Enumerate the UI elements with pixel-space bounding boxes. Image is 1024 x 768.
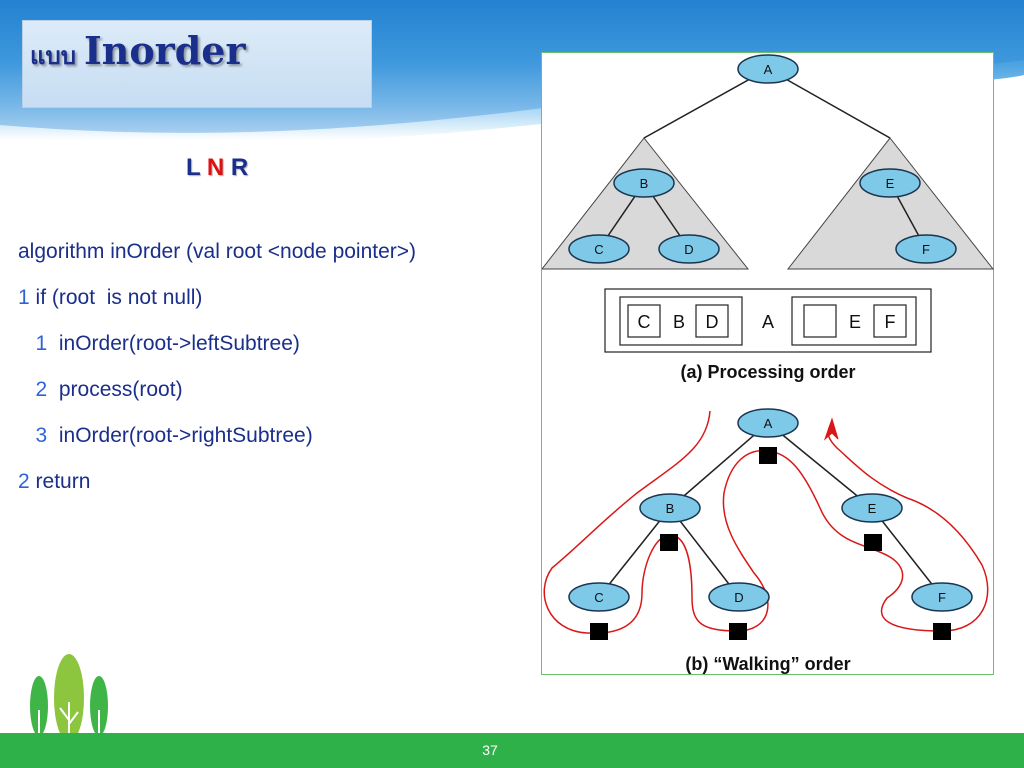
node-b <box>613 168 675 198</box>
node-e <box>841 493 903 523</box>
node-d <box>658 234 720 264</box>
code-line: 2 return <box>18 470 91 493</box>
order-n: N <box>206 154 225 181</box>
node-a <box>737 54 799 84</box>
svg-text:A: A <box>762 312 774 332</box>
node-label: D <box>684 242 693 257</box>
code-line: 3 inOrder(root->rightSubtree) <box>18 424 313 447</box>
node-f <box>911 582 973 612</box>
svg-text:C: C <box>638 312 651 332</box>
node-label: E <box>868 501 877 516</box>
tree-logo <box>30 654 108 742</box>
right-subtree-triangle <box>786 137 995 270</box>
code-line: algorithm inOrder (val root <node pointe… <box>18 240 417 263</box>
process-markers <box>590 447 951 640</box>
algorithm-code: algorithm inOrder (val root <node pointe… <box>18 236 416 512</box>
node-label: E <box>886 176 895 191</box>
footer-bar <box>0 733 1024 768</box>
svg-text:B: B <box>673 312 685 332</box>
svg-text:D: D <box>706 312 719 332</box>
node-label: A <box>764 416 773 431</box>
node-e <box>859 168 921 198</box>
traversal-order-label: L N R <box>186 154 248 182</box>
walking-arrowhead <box>823 417 839 441</box>
processing-order-boxes <box>604 288 932 353</box>
node-label: D <box>734 590 743 605</box>
tree-diagram: A B C D E F C B D A E F (a) Processing o… <box>542 54 995 674</box>
process-marker <box>864 534 882 551</box>
node-labels-b: A B C D E F <box>594 416 946 605</box>
node-a <box>737 408 799 438</box>
walking-path <box>543 410 989 634</box>
code-line: 1 inOrder(root->leftSubtree) <box>18 332 300 355</box>
node-c <box>568 234 630 264</box>
node-label: C <box>594 242 603 257</box>
node-label: C <box>594 590 603 605</box>
title-main: Inorder <box>83 28 246 73</box>
page-number: 37 <box>482 742 498 758</box>
processing-order-labels: C B D A E F <box>638 312 896 332</box>
code-line: 2 process(root) <box>18 378 183 401</box>
node-labels-a: A B C D E F <box>594 62 930 257</box>
node-c <box>568 582 630 612</box>
tree-nodes-a <box>568 54 957 264</box>
node-d <box>708 582 770 612</box>
svg-text:E: E <box>849 312 861 332</box>
node-label: A <box>764 62 773 77</box>
node-label: B <box>666 501 675 516</box>
tree-figure: A B C D E F C B D A E F (a) Processing o… <box>541 52 995 675</box>
node-label: B <box>640 176 649 191</box>
process-marker <box>729 623 747 640</box>
process-marker <box>759 447 777 464</box>
process-marker <box>933 623 951 640</box>
node-label: F <box>922 242 930 257</box>
svg-text:F: F <box>885 312 896 332</box>
caption-a: (a) Processing order <box>680 362 855 382</box>
title-thai: แบบ <box>30 41 76 70</box>
order-l: L <box>186 154 201 181</box>
caption-b: (b) “Walking” order <box>685 654 850 674</box>
node-f <box>895 234 957 264</box>
tree-nodes-b <box>568 408 973 612</box>
title-box <box>22 20 372 108</box>
order-r: R <box>230 154 249 181</box>
process-marker <box>660 534 678 551</box>
node-label: F <box>938 590 946 605</box>
process-marker <box>590 623 608 640</box>
node-b <box>639 493 701 523</box>
code-line: 1 if (root is not null) <box>18 286 203 309</box>
tree-edges-b <box>598 422 943 598</box>
